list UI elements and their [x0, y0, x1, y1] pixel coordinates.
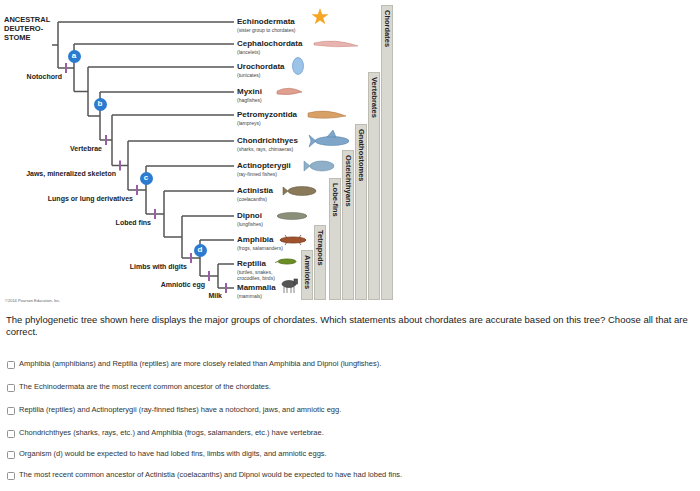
node-letter: a	[72, 52, 76, 60]
tree-branches	[52, 22, 234, 288]
salamander-icon	[280, 235, 306, 245]
trait-label: Jaws, mineralized skeleton	[26, 169, 116, 178]
taxon-name: Amphibia	[237, 235, 273, 245]
clade-band: Osteichthyans	[342, 150, 354, 300]
trait-label: Vertebrae	[70, 144, 102, 153]
clade-band: Gnathostomes	[355, 124, 367, 300]
question-text: The phylogenetic tree shown here display…	[6, 314, 692, 338]
lizard-icon	[275, 259, 296, 264]
node-circle: d	[194, 244, 207, 257]
trait-label: Lobed fins	[116, 218, 151, 227]
answer-option: Amphibia (amphibians) and Reptilia (rept…	[19, 359, 381, 369]
trait-ticks	[66, 63, 226, 293]
clade-name: Vertebrates	[370, 77, 378, 118]
wildebeest-icon	[282, 279, 298, 293]
coelacanth-icon	[283, 187, 316, 196]
clade-band: Vertebrates	[368, 72, 380, 300]
taxon-name: Chondrichthyes	[237, 136, 298, 146]
clade-band: Tetrapods	[314, 225, 326, 300]
tunicate-icon	[293, 58, 304, 75]
taxon-name: Mammalia	[237, 283, 276, 293]
trait-label: Notochord	[27, 72, 62, 81]
taxon-subtitle: (lungfishes)	[237, 221, 263, 227]
taxon-name: Cephalochordata	[237, 39, 302, 49]
clade-name: Lobe-fins	[331, 183, 339, 217]
node-circle: c	[140, 172, 153, 185]
taxon-subtitle: (sister group to chordates)	[237, 27, 295, 33]
answer-option: Reptilia (reptiles) and Actinopterygii (…	[19, 405, 341, 415]
node-letter: c	[144, 174, 148, 182]
branch	[52, 22, 234, 288]
node-letter: b	[98, 100, 103, 108]
answer-option: The Echinodermata are the most recent co…	[19, 382, 271, 392]
trait-label: Amniotic egg	[161, 280, 205, 289]
checkbox	[8, 452, 15, 459]
trait-label: Limbs with digits	[130, 262, 187, 271]
taxon-subtitle: (mammals)	[237, 293, 262, 299]
checkbox	[8, 473, 15, 480]
clade-name: Gnathostomes	[357, 129, 365, 182]
taxon-name: Echinodermata	[237, 17, 295, 27]
clade-band: Chordates	[381, 5, 393, 300]
checkbox	[8, 408, 15, 415]
root-label: ANCESTRAL DEUTERO-STOME	[4, 15, 50, 42]
taxon-subtitle: (ray-finned fishes)	[237, 171, 277, 177]
taxon-name: Reptilia	[237, 259, 266, 269]
clade-name: Tetrapods	[316, 230, 324, 266]
clade-band: Lobe-fins	[329, 178, 341, 300]
lungfish-icon	[277, 213, 307, 220]
lamprey-icon	[308, 111, 346, 118]
tick	[66, 63, 226, 293]
taxon-subtitle: (sharks, rays, chimaeras)	[237, 146, 293, 152]
taxon-name: Myxini	[237, 87, 262, 97]
clade-name: Amniotes	[303, 255, 311, 289]
taxon-name: Petromyzontida	[237, 110, 297, 120]
node-circle: a	[68, 50, 81, 63]
taxon-subtitle: (lancelets)	[237, 49, 260, 55]
shark-icon	[309, 130, 349, 147]
hagfish-icon	[277, 88, 302, 94]
copyright-note: ©2014 Pearson Education, Inc.	[5, 298, 60, 303]
taxon-name: Urochordata	[237, 62, 285, 72]
starfish-icon	[311, 8, 328, 24]
checkboxes	[8, 362, 15, 480]
answer-option: Chondrichthyes (sharks, rays, etc.) and …	[19, 428, 324, 438]
lancelet-icon	[314, 41, 358, 47]
taxon-subtitle: (coelacanths)	[237, 196, 267, 202]
taxon-subtitle: (hagfishes)	[237, 97, 262, 103]
clade-band: Amniotes	[301, 250, 313, 300]
clade-name: Osteichthyans	[344, 155, 352, 207]
trait-label: Lungs or lung derivatives	[48, 194, 133, 203]
node-circle: b	[94, 98, 107, 111]
fish-icon	[304, 161, 334, 171]
checkbox	[8, 431, 15, 438]
clade-name: Chordates	[383, 10, 391, 47]
taxon-name: Actinistia	[237, 186, 273, 196]
node-letter: d	[198, 246, 203, 254]
answer-option: The most recent common ancestor of Actin…	[19, 470, 402, 480]
taxon-subtitle: (lampreys)	[237, 120, 261, 126]
answer-option: Organism (d) would be expected to have h…	[19, 449, 327, 459]
taxon-subtitle: (frogs, salamanders)	[237, 245, 283, 251]
taxon-subtitle: (tunicates)	[237, 72, 260, 78]
taxon-subtitle: (turtles, snakes, crocodiles, birds)	[237, 269, 291, 281]
taxon-name: Dipnoi	[237, 211, 262, 221]
taxon-name: Actinopterygii	[237, 161, 291, 171]
trait-label: Milk	[208, 291, 222, 300]
checkbox	[8, 385, 15, 392]
checkbox	[8, 362, 15, 369]
